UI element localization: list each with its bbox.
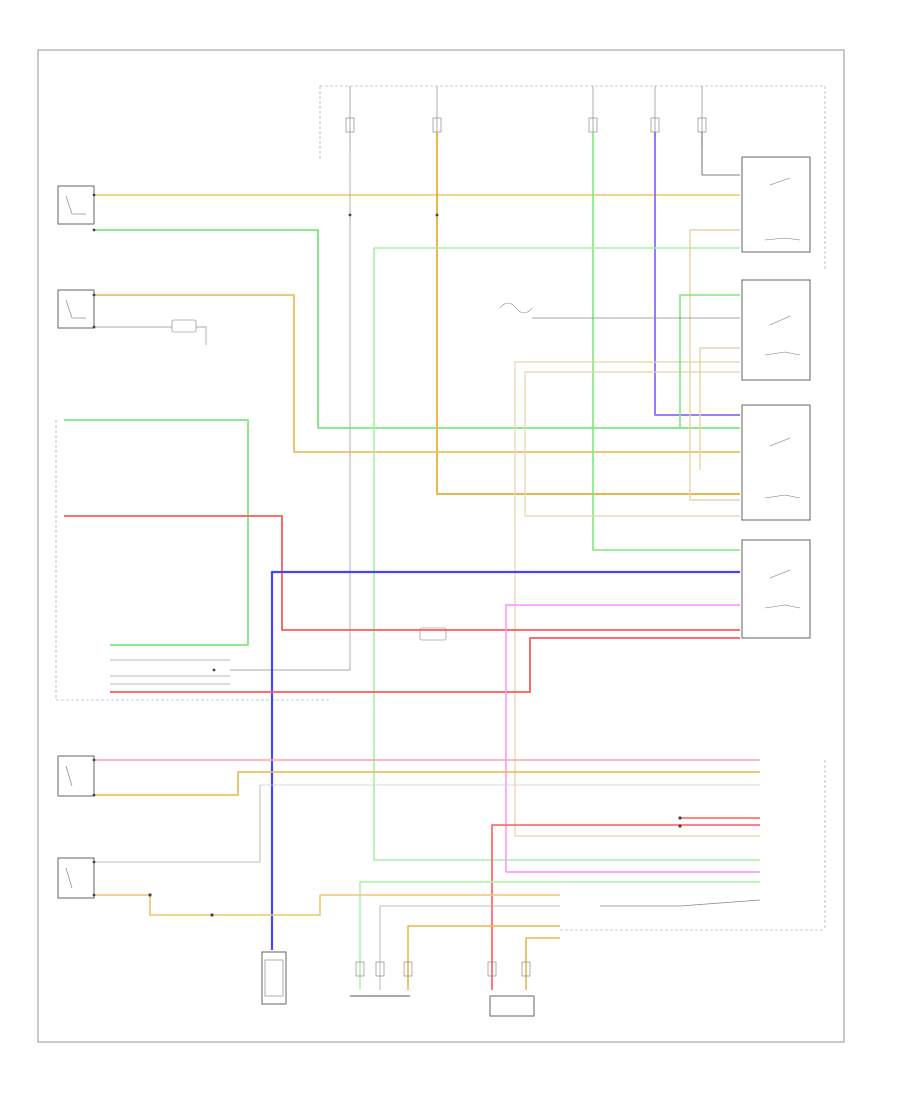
wire-green-4 [679, 294, 740, 428]
wire-tan-4 [524, 371, 740, 517]
wire-green-2 [592, 132, 740, 551]
bottom-connector-pins [355, 961, 531, 977]
wire-green-1 [94, 229, 740, 429]
wire-gray-7 [600, 899, 761, 907]
wire-black-1 [701, 132, 740, 176]
wire-green-6 [359, 881, 760, 990]
wire-gray-1b [196, 326, 207, 345]
wire-green-3 [373, 247, 760, 861]
inline-fuse-3 [419, 627, 447, 641]
left-module-pins [110, 659, 230, 685]
wire-gray-6 [379, 905, 560, 990]
fuse-block-top [345, 86, 707, 150]
door-switch-top-left [57, 185, 95, 225]
wire-gray-5 [94, 785, 261, 863]
wire-gray-2 [230, 132, 351, 671]
connector-block-right [560, 760, 826, 931]
wire-tan-1 [689, 229, 740, 501]
relay-box-4 [741, 539, 811, 639]
wire-orange-3 [436, 132, 740, 495]
actuator-motor [261, 951, 287, 1005]
wire-red-2 [110, 637, 740, 693]
ground-bar-2 [489, 995, 535, 1017]
relay-box-2 [741, 279, 811, 381]
wire-green-5 [64, 419, 249, 646]
relay-box-1 [741, 156, 811, 253]
wire-purple-1 [654, 132, 740, 416]
wire-blue-1 [270, 570, 740, 950]
wire-tan-3 [514, 361, 760, 837]
wire-red-3 [491, 824, 760, 990]
inline-fuse-2 [499, 302, 533, 314]
door-switch-lower-left-2 [57, 857, 95, 899]
wire-orange-5 [94, 894, 560, 916]
wire-tan-2 [699, 347, 740, 470]
terminal-dots [92, 193, 682, 917]
wire-orange-6 [407, 925, 560, 990]
diagram-frame [37, 49, 845, 1043]
wire-magenta-1 [505, 604, 760, 873]
relay-box-3 [741, 404, 811, 521]
wire-orange-4 [94, 771, 760, 796]
left-module-outline [55, 420, 330, 701]
door-switch-mid-left [57, 289, 95, 329]
door-switch-lower-left-1 [57, 755, 95, 797]
top-power-bus [319, 85, 826, 270]
wire-orange-2 [94, 294, 740, 453]
inline-fuse-1 [171, 319, 197, 333]
wire-orange-7 [525, 937, 560, 990]
